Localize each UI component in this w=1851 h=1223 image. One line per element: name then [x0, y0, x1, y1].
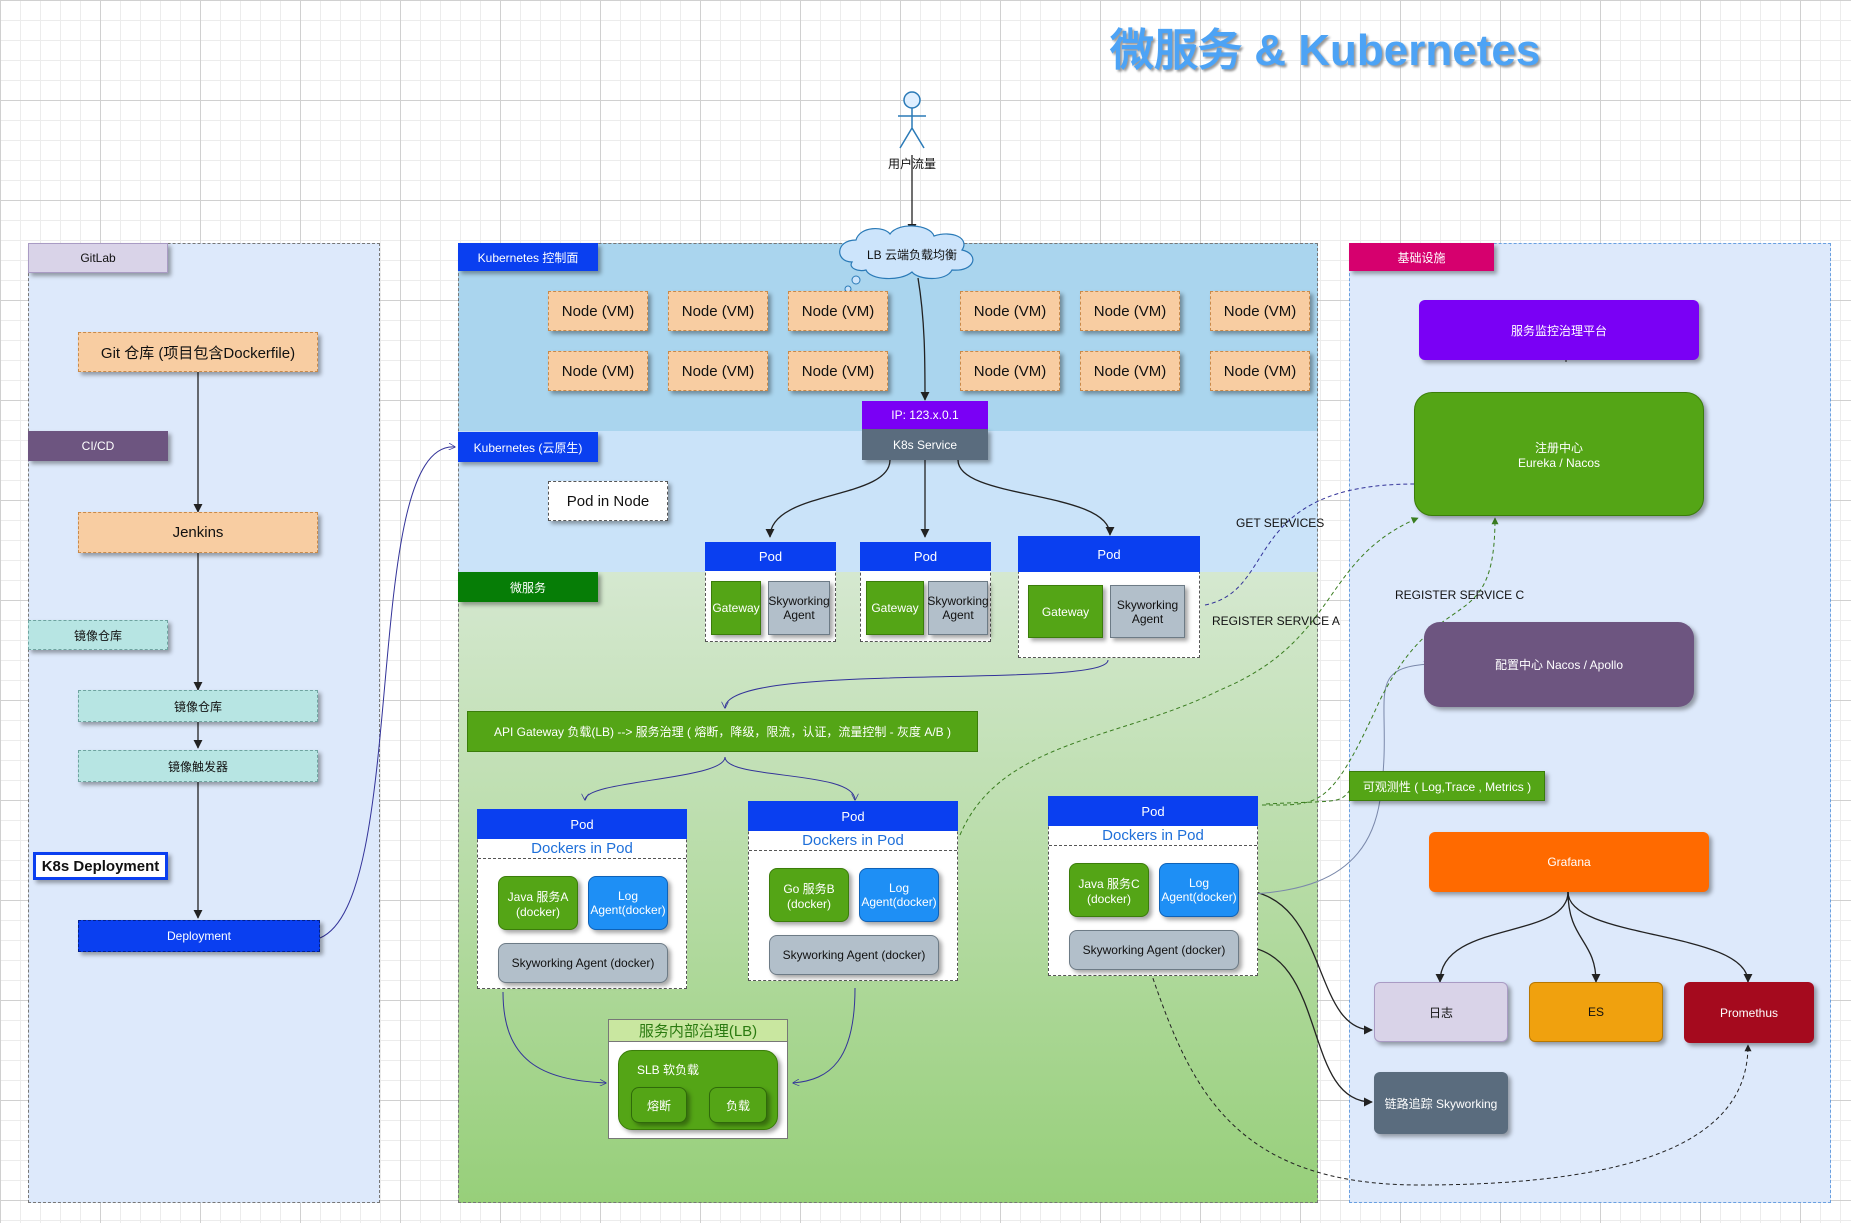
registry-box[interactable]: 注册中心 Eureka / Nacos: [1414, 392, 1704, 516]
gitlab-tag: GitLab: [28, 243, 168, 273]
deployment-box[interactable]: Deployment: [78, 920, 320, 952]
image-trigger-box[interactable]: 镜像触发器: [78, 750, 318, 782]
load-button[interactable]: 负载: [709, 1087, 767, 1123]
image-repo-tag: 镜像仓库: [28, 620, 168, 650]
gateway-container[interactable]: Gateway: [711, 581, 761, 635]
node-vm[interactable]: Node (VM): [668, 351, 768, 391]
gateway-container[interactable]: Gateway: [1028, 585, 1103, 638]
pod-title: Pod: [1048, 796, 1258, 826]
node-vm[interactable]: Node (VM): [1080, 291, 1180, 331]
pod-title: Pod: [477, 809, 687, 839]
k8s-deployment-tag: K8s Deployment: [33, 852, 168, 880]
slb-box[interactable]: SLB 软负载 熔断 负载: [618, 1050, 778, 1130]
registry-subtitle: Eureka / Nacos: [1517, 455, 1601, 470]
service-pod[interactable]: Pod Dockers in Pod Java 服务A (docker) Log…: [477, 809, 687, 989]
monitor-platform-box[interactable]: 服务监控治理平台: [1419, 300, 1699, 360]
config-center-box[interactable]: 配置中心 Nacos / Apollo: [1424, 622, 1694, 707]
fuse-button[interactable]: 熔断: [631, 1087, 687, 1123]
gateway-pod[interactable]: Pod Gateway Skyworking Agent: [1018, 536, 1200, 658]
observability-box[interactable]: 可观测性 ( Log,Trace , Metrics ): [1349, 771, 1545, 801]
node-vm[interactable]: Node (VM): [548, 351, 648, 391]
dockers-in-pod-label: Dockers in Pod: [478, 839, 686, 859]
internal-governance-title: 服务内部治理(LB): [609, 1020, 787, 1042]
log-box[interactable]: 日志: [1374, 982, 1508, 1042]
pod-title: Pod: [748, 801, 958, 831]
page-title: 微服务 & Kubernetes: [1110, 26, 1541, 75]
slb-label: SLB 软负载: [637, 1063, 700, 1077]
lb-cloud-label[interactable]: LB 云端负载均衡: [866, 247, 957, 262]
node-vm[interactable]: Node (VM): [788, 351, 888, 391]
gateway-pod[interactable]: Pod Gateway Skyworking Agent: [705, 542, 836, 642]
skyworking-agent-container[interactable]: Skyworking Agent (docker): [769, 935, 939, 975]
api-gateway-bar[interactable]: API Gateway 负载(LB) --> 服务治理 ( 熔断，降级，限流，认…: [467, 711, 978, 752]
log-agent-container[interactable]: Log Agent(docker): [588, 876, 668, 930]
register-service-a-label: REGISTER SERVICE A: [1212, 614, 1340, 628]
log-agent-container[interactable]: Log Agent(docker): [1159, 863, 1239, 917]
registry-title: 注册中心: [1534, 440, 1583, 455]
pod-in-node-box: Pod in Node: [548, 481, 668, 521]
node-vm[interactable]: Node (VM): [788, 291, 888, 331]
service-container[interactable]: Java 服务A (docker): [498, 876, 578, 930]
service-ip[interactable]: IP: 123.x.0.1: [862, 401, 988, 429]
service-container[interactable]: Java 服务C (docker): [1069, 863, 1149, 917]
node-vm[interactable]: Node (VM): [548, 291, 648, 331]
skyworking-agent[interactable]: Skyworking Agent: [927, 581, 989, 635]
node-vm[interactable]: Node (VM): [960, 291, 1060, 331]
dockers-in-pod-label: Dockers in Pod: [1049, 826, 1257, 846]
k8s-control-plane-tag: Kubernetes 控制面: [458, 243, 598, 271]
node-vm[interactable]: Node (VM): [1210, 291, 1310, 331]
k8s-service[interactable]: K8s Service: [862, 429, 988, 460]
es-box[interactable]: ES: [1529, 982, 1663, 1042]
pod-title: Pod: [860, 542, 991, 571]
node-vm[interactable]: Node (VM): [1080, 351, 1180, 391]
register-service-c-label: REGISTER SERVICE C: [1395, 588, 1525, 602]
infra-tag: 基础设施: [1349, 243, 1494, 271]
service-container[interactable]: Go 服务B (docker): [769, 868, 849, 922]
git-repo-box[interactable]: Git 仓库 (项目包含Dockerfile): [78, 332, 318, 372]
skyworking-agent-container[interactable]: Skyworking Agent (docker): [1069, 930, 1239, 970]
grafana-box[interactable]: Grafana: [1429, 832, 1709, 892]
image-repo-box[interactable]: 镜像仓库: [78, 690, 318, 722]
trace-skyworking-box[interactable]: 链路追踪 Skyworking: [1374, 1072, 1508, 1134]
microservice-tag: 微服务: [458, 572, 598, 602]
skyworking-agent[interactable]: Skyworking Agent: [1110, 585, 1185, 638]
dockers-in-pod-label: Dockers in Pod: [749, 831, 957, 851]
skyworking-agent[interactable]: Skyworking Agent: [768, 581, 830, 635]
node-vm[interactable]: Node (VM): [960, 351, 1060, 391]
pod-title: Pod: [705, 542, 836, 571]
skyworking-agent-container[interactable]: Skyworking Agent (docker): [498, 943, 668, 983]
service-pod[interactable]: Pod Dockers in Pod Go 服务B (docker) Log A…: [748, 801, 958, 981]
user-traffic-label: 用户流量: [887, 156, 936, 171]
node-vm[interactable]: Node (VM): [1210, 351, 1310, 391]
gateway-pod[interactable]: Pod Gateway Skyworking Agent: [860, 542, 991, 642]
service-pod[interactable]: Pod Dockers in Pod Java 服务C (docker) Log…: [1048, 796, 1258, 976]
jenkins-box[interactable]: Jenkins: [78, 512, 318, 553]
internal-governance-box[interactable]: 服务内部治理(LB) SLB 软负载 熔断 负载: [608, 1019, 788, 1139]
node-vm[interactable]: Node (VM): [668, 291, 768, 331]
left-cicd-region: [28, 243, 380, 1203]
get-services-label: GET SERVICES: [1236, 516, 1325, 530]
k8s-cloud-native-tag: Kubernetes (云原生): [458, 432, 598, 462]
gateway-container[interactable]: Gateway: [866, 581, 924, 635]
prometheus-box[interactable]: Promethus: [1684, 982, 1814, 1043]
cicd-tag: CI/CD: [28, 431, 168, 461]
pod-title: Pod: [1018, 536, 1200, 572]
log-agent-container[interactable]: Log Agent(docker): [859, 868, 939, 922]
